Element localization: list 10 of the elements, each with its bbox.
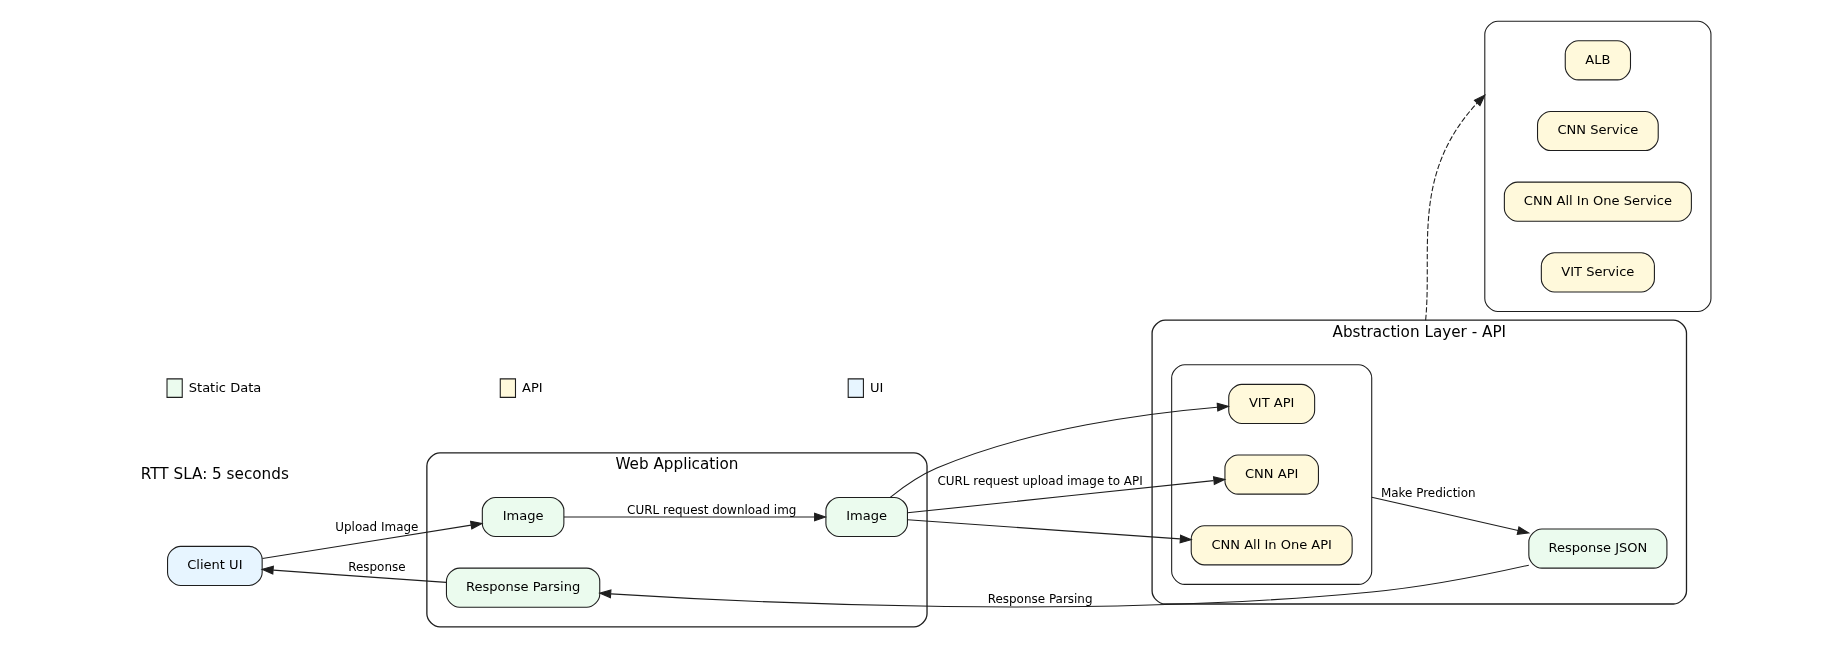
edge-label: CURL request download img (627, 502, 797, 517)
edge-label: Response Parsing (987, 591, 1093, 606)
edge-label: Upload Image (335, 519, 419, 534)
edge-label: Make Prediction (1380, 486, 1476, 501)
legend-label: UI (869, 379, 884, 395)
edge-label: Response (348, 560, 406, 575)
legend-label: Static Data (188, 379, 262, 395)
edge-label: CURL request upload image to API (937, 474, 1143, 489)
label: RTT SLA: 5 seconds (140, 464, 289, 483)
legend-label: API (522, 379, 543, 395)
